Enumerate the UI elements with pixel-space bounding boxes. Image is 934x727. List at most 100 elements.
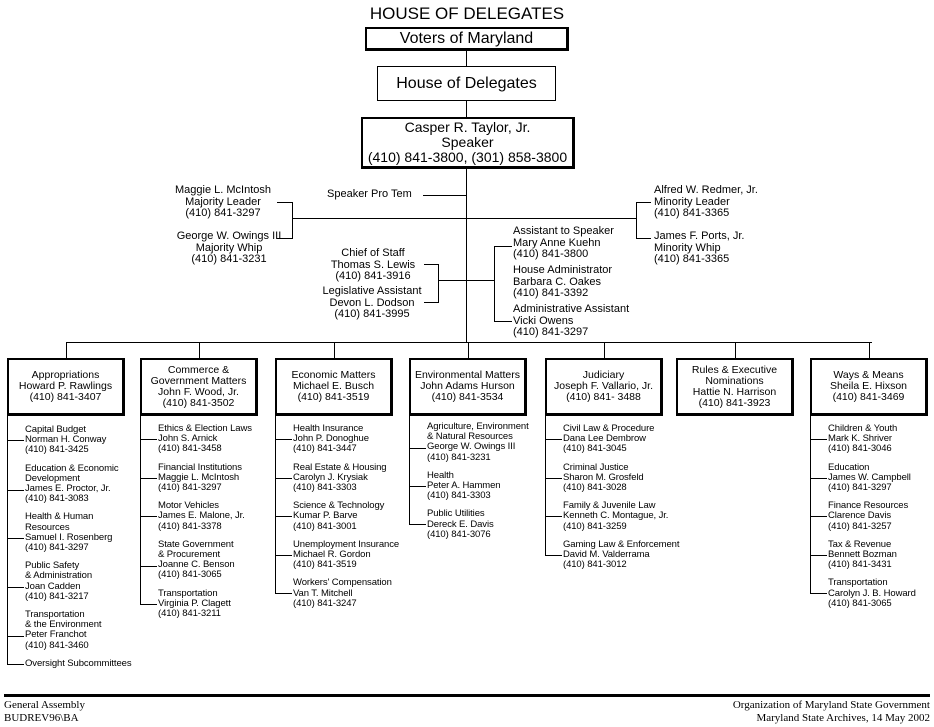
house-administrator: House Administrator Barbara C. Oakes (41…: [513, 264, 612, 300]
person-phone: (410) 841-3995: [334, 308, 410, 321]
subcommittee-name: Real Estate & Housing: [293, 461, 387, 473]
subcommittee-line: (410) 841-3519: [293, 559, 357, 571]
committee-line: John Adams Hurson: [420, 380, 515, 392]
subcommittee-name: Motor Vehicles: [158, 500, 219, 512]
subcommittee-line: & Administration: [25, 570, 93, 582]
connector: [810, 593, 827, 595]
committee-name: Economic Matters: [291, 369, 376, 381]
voters-box: Voters of Maryland: [365, 27, 569, 51]
subcommittee-line: Samuel I. Rosenberg: [25, 531, 113, 543]
connector: [7, 663, 24, 665]
person-role: Legislative Assistant: [322, 285, 422, 297]
person-name: Vicki Owens: [513, 314, 574, 327]
subcommittee-name: Education: [828, 461, 870, 473]
committee-name: Ways & Means: [833, 369, 904, 381]
connector: [466, 51, 467, 67]
connector: [275, 593, 292, 595]
central-spine: [466, 169, 467, 342]
subcommittee-line: George W. Owings III: [427, 441, 516, 453]
connector: [494, 246, 495, 322]
subcommittee-name: Public Utilities: [427, 508, 485, 520]
subcommittee-line: David M. Valderrama: [563, 549, 650, 560]
connector: [7, 489, 24, 491]
connector: [810, 416, 811, 595]
subcommittee-line: Maggie L. McIntosh: [158, 471, 240, 483]
footer-left: General Assembly BUDREV96\BA: [4, 699, 85, 725]
connector: [494, 321, 512, 322]
speaker-pro-tem: Speaker Pro Tem: [327, 188, 412, 200]
person-role: Chief of Staff: [341, 247, 405, 259]
subcommittee-line: (410) 841-3028: [563, 482, 627, 493]
subcommittee-line: (410) 841-3297: [158, 482, 222, 493]
subcommittee-line: Peter A. Hammen: [427, 480, 501, 491]
footer-rule: [4, 694, 930, 697]
subcommittee-line: (410) 841-3447: [293, 443, 357, 455]
speaker-box: Casper R. Taylor, Jr. Speaker (410) 841-…: [361, 117, 575, 169]
committee-line: Sheila E. Hixson: [829, 380, 908, 392]
connector: [409, 416, 410, 526]
subcommittee-line: Kenneth C. Montague, Jr.: [563, 510, 669, 522]
subcommittee-line: (410) 841-3211: [158, 608, 221, 619]
person-phone: (410) 841-3365: [654, 207, 730, 220]
subcommittee-line: Michael R. Gordon: [293, 549, 371, 560]
subcommittee-name: Finance Resources: [828, 500, 909, 512]
subcommittee-name: Science & Technology: [293, 500, 385, 512]
connector: [494, 246, 512, 247]
speaker-role: Speaker: [441, 134, 494, 150]
committee-name: Judiciary: [582, 369, 625, 381]
connector: [636, 202, 637, 239]
subcommittee-line: Joanne C. Benson: [158, 559, 235, 571]
connector: [140, 439, 157, 440]
connector: [66, 342, 67, 358]
committee-line: (410) 841-3519: [297, 391, 370, 403]
subcommittee-line: (410) 841-3012: [563, 559, 627, 571]
connector: [810, 516, 827, 518]
connector: [466, 101, 467, 117]
connector: [140, 565, 157, 567]
person-role: Majority Whip: [195, 241, 263, 254]
connector: [140, 516, 157, 518]
majority-whip: George W. Owings III Majority Whip (410)…: [168, 230, 290, 266]
minority-whip: James F. Ports, Jr. Minority Whip (410) …: [654, 230, 744, 266]
subcommittee-line: (410) 841-3297: [828, 482, 892, 493]
person-role: Minority Leader: [654, 195, 730, 208]
person-role: Minority Whip: [654, 241, 721, 254]
subcommittee-line: Clarence Davis: [828, 510, 892, 522]
subcommittee-name: Capital Budget: [25, 424, 86, 435]
subcommittee-line: (410) 841-3247: [293, 597, 357, 609]
connector: [275, 477, 292, 479]
committee-line: (410) 841- 3488: [566, 391, 641, 403]
house-box: House of Delegates: [377, 66, 556, 101]
subcommittee-line: (410) 841-3297: [25, 542, 89, 553]
person-name: George W. Owings III: [176, 230, 282, 242]
voters-label: Voters of Maryland: [399, 29, 534, 47]
footer-left-line1: General Assembly: [4, 699, 85, 711]
connector: [545, 516, 562, 518]
person-role: Assistant to Speaker: [513, 225, 614, 237]
subcommittee-line: Dereck E. Davis: [427, 518, 494, 530]
person-phone: (410) 841-3297: [185, 207, 261, 220]
person-phone: (410) 841-3392: [513, 287, 589, 300]
footer-right: Organization of Maryland State Governmen…: [733, 699, 930, 725]
subcommittee-line: (410) 841-3431: [828, 559, 892, 571]
connector: [409, 485, 426, 487]
subcommittee-name: Workers' Compensation: [293, 577, 392, 589]
connector: [545, 554, 562, 556]
administrative-assistant: Administrative Assistant Vicki Owens (41…: [513, 303, 629, 339]
connector: [199, 342, 200, 358]
committee-line: Joseph F. Vallario, Jr.: [553, 380, 654, 392]
subcommittee-line: James E. Proctor, Jr.: [25, 483, 111, 494]
subcommittee-line: James W. Campbell: [828, 471, 911, 483]
subcommittee-line: & Procurement: [158, 549, 221, 560]
subcommittee-line: (410) 841-3425: [25, 444, 89, 456]
person-phone: (410) 841-3365: [654, 253, 730, 266]
